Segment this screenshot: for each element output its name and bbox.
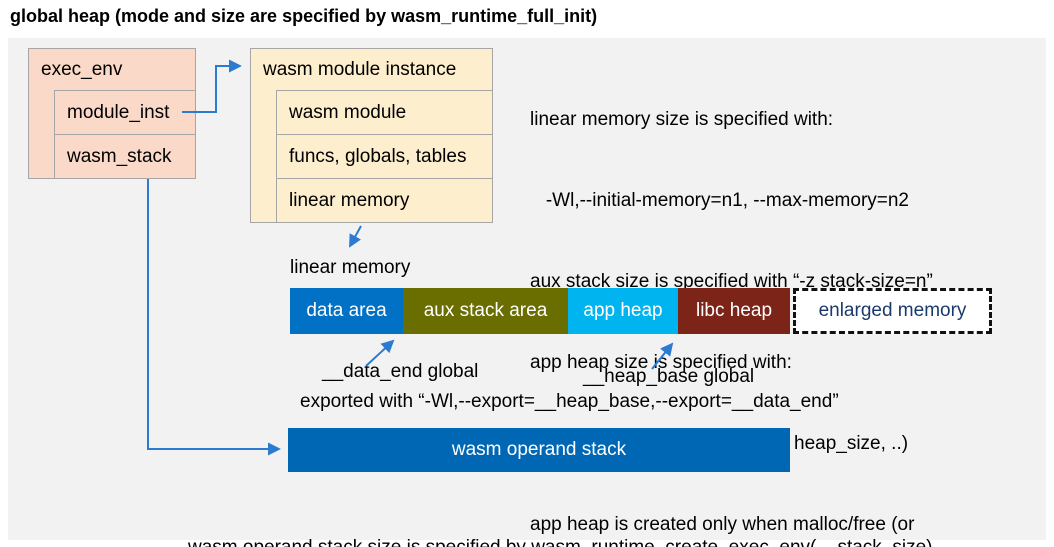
exec-env-box: exec_env module_inst wasm_stack xyxy=(28,48,196,179)
data-end-global-label: __data_end global xyxy=(322,361,479,382)
exec-env-header: exec_env xyxy=(41,58,123,80)
page-title: global heap (mode and size are specified… xyxy=(10,6,598,26)
linear-memory-label: linear memory xyxy=(290,257,411,278)
module-instance-row-linear-memory: linear memory xyxy=(276,178,492,222)
note-line: linear memory size is specified with: xyxy=(530,109,834,130)
exec-env-rows: module_inst wasm_stack xyxy=(54,90,195,178)
wasm-operand-stack-bar: wasm operand stack xyxy=(288,428,790,472)
module-instance-box: wasm module instance wasm module funcs, … xyxy=(250,48,493,223)
exec-env-row-module-inst: module_inst xyxy=(54,90,195,134)
note-line: -Wl,--initial-memory=n1, --max-memory=n2 xyxy=(530,190,909,211)
operand-stack-notes: wasm operand stack size is specified by … xyxy=(188,480,933,547)
note-line: aux stack size is specified with “-z sta… xyxy=(530,271,933,292)
note-line: wasm operand stack size is specified by … xyxy=(188,534,933,547)
module-instance-header: wasm module instance xyxy=(263,58,457,80)
heap-base-global-label: __heap_base global xyxy=(583,366,755,387)
module-instance-row-funcs-globals-tables: funcs, globals, tables xyxy=(276,134,492,178)
memory-segment-libc-heap: libc heap xyxy=(678,288,790,334)
enlarged-memory-box: enlarged memory xyxy=(793,288,992,334)
exported-with-label: exported with “-Wl,--export=__heap_base,… xyxy=(300,391,839,412)
module-instance-row-wasm-module: wasm module xyxy=(276,90,492,134)
exec-env-row-wasm-stack: wasm_stack xyxy=(54,134,195,178)
memory-segment-data-area: data area xyxy=(290,288,403,334)
note-line: app heap size is specified with: xyxy=(530,352,792,373)
memory-segment-app-heap: app heap xyxy=(568,288,678,334)
linear-memory-bar: data area aux stack area app heap libc h… xyxy=(290,288,790,334)
memory-segment-aux-stack-area: aux stack area xyxy=(403,288,568,334)
note-line: app heap is created only when malloc/fre… xyxy=(530,514,915,535)
module-instance-rows: wasm module funcs, globals, tables linea… xyxy=(276,90,492,222)
